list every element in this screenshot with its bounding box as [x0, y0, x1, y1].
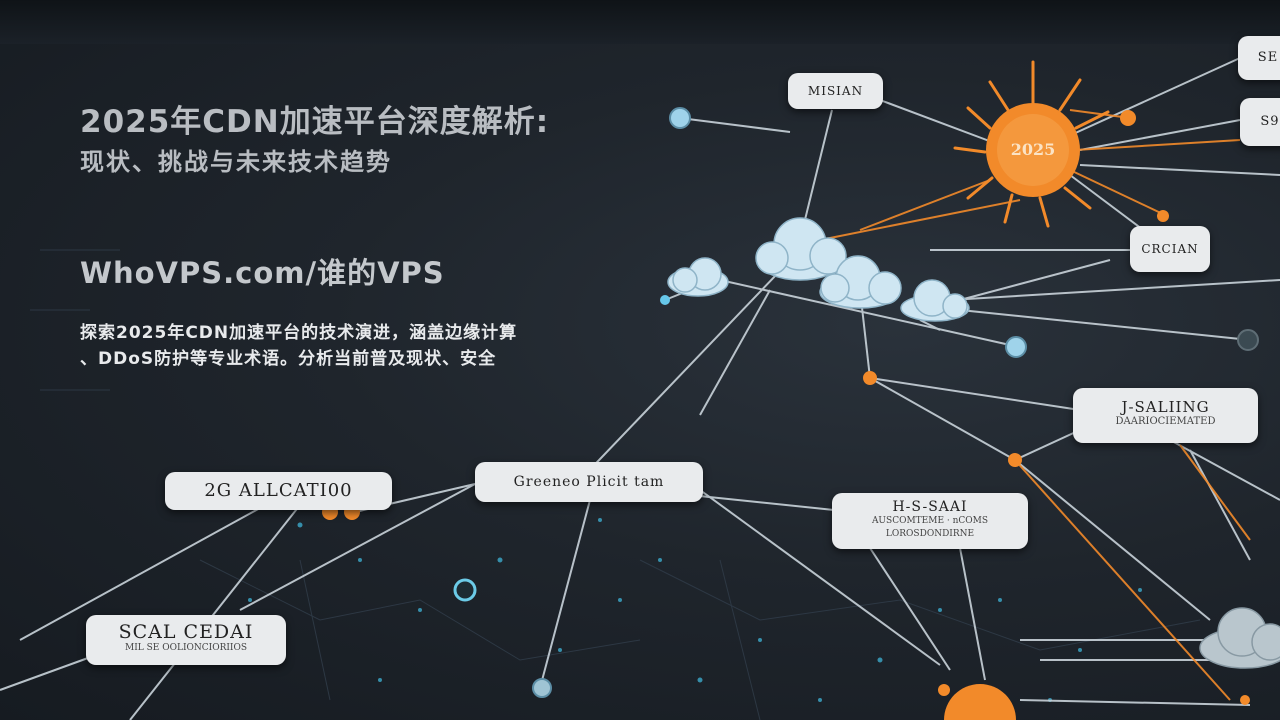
cloud-icon: [755, 217, 847, 281]
node-card: J-SALIING DAARIOCIEMATED: [1073, 388, 1258, 443]
card-title: 2G ALLCATI00: [204, 480, 353, 501]
site-label: WhoVPS.com/谁的VPS: [80, 256, 445, 290]
node-card: SE: [1238, 36, 1280, 80]
card-title: J-SALIING: [1121, 398, 1210, 416]
card-title: Greeneo Plicit tam: [513, 474, 665, 490]
top-bar: [0, 0, 1280, 44]
card-subtitle: AUSCOMTEME · nCOMS LOROSDONDIRNE: [871, 516, 989, 539]
cloud-icon: [667, 257, 729, 297]
node-card: 2G ALLCATI00: [165, 472, 392, 510]
card-title: CRCIAN: [1141, 242, 1199, 256]
card-title: H-S-SAAI: [892, 499, 968, 515]
node-card: Greeneo Plicit tam: [475, 462, 703, 502]
accent-lines: [819, 109, 1251, 701]
node-card: MISIAN: [788, 73, 883, 109]
card-subtitle: DAARIOCIEMATED: [1115, 416, 1216, 427]
card-title: SCAL CEDAI: [118, 621, 254, 643]
sun-label: 2025: [1010, 140, 1056, 159]
node-card: H-S-SAAI AUSCOMTEME · nCOMS LOROSDONDIRN…: [832, 493, 1028, 549]
node-card: SCAL CEDAI MIL SE OOLIONCIORIIOS: [86, 615, 286, 665]
background-dots: [178, 518, 1142, 702]
description-line: 、DDoS防护等专业术语。分析当前普及现状、安全: [80, 349, 497, 369]
cloud-icon: [1199, 607, 1280, 669]
cloud-shapes: [667, 217, 1280, 669]
connection-lines: [0, 57, 1280, 720]
cloud-icon: [900, 279, 970, 322]
card-title: S9: [1260, 114, 1280, 129]
sun-hub: [953, 60, 1110, 228]
cloud-icon: [819, 255, 902, 309]
card-title: MISIAN: [807, 84, 864, 98]
card-subtitle: MIL SE OOLIONCIORIIOS: [125, 643, 247, 653]
node-card: CRCIAN: [1130, 226, 1210, 272]
card-title: SE: [1257, 50, 1279, 65]
description-line: 探索2025年CDN加速平台的技术演进，涵盖边缘计算: [80, 323, 518, 343]
page-subtitle: 现状、挑战与未来技术趋势: [80, 148, 392, 176]
node-card: S9: [1240, 98, 1280, 146]
page-title: 2025年CDN加速平台深度解析:: [80, 104, 550, 140]
